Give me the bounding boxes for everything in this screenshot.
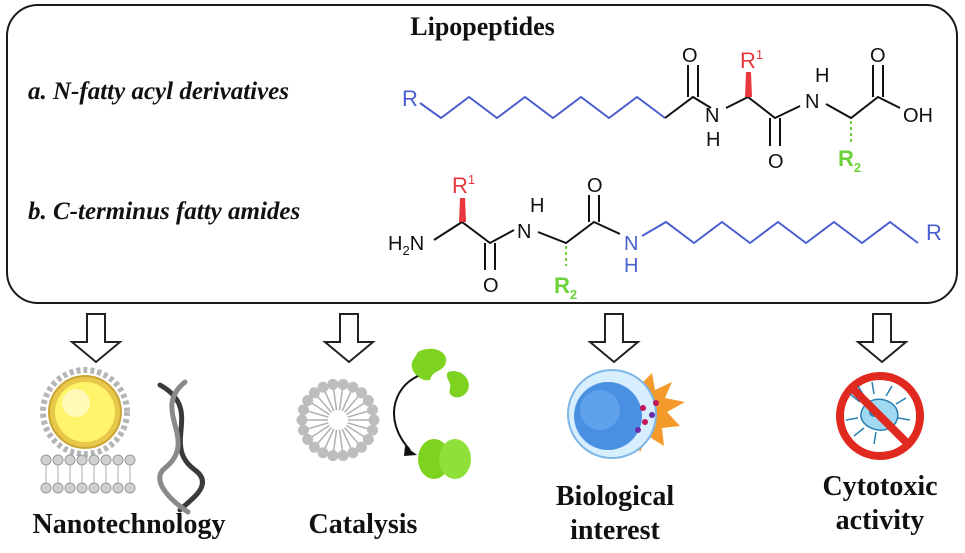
micelle-head [367,404,379,416]
caption-nanotechnology: Nanotechnology [32,509,226,540]
arrow-catalysis [322,313,376,364]
micelle-head [337,450,349,462]
micelle-head [362,433,374,445]
caption-cytotoxic-line1: Cytotoxic [822,471,938,502]
r1-b: R1 [452,172,475,198]
micelle-head [327,378,339,390]
prohibited-bacterium-icon [836,372,924,460]
nitrogen-a1: N [705,105,719,127]
cell-icon [567,369,685,459]
liposome-icon [40,367,130,457]
hydrogen-b1: H [530,195,544,217]
row-b-label: b. C-terminus fatty amides [28,198,301,225]
r2-b: R2 [554,273,577,302]
micelle-head [297,404,309,416]
oxygen-a3: O [870,45,886,67]
structure-a: R O N H R1 O N H R2 O OH [402,45,933,175]
r1-a: R1 [740,47,763,73]
backbone-b1 [433,220,515,245]
arrow-biological [587,313,641,364]
nitrogen-b2: N [624,233,638,255]
micelle-head [327,450,339,462]
backbone-b2 [537,220,621,245]
micelle-head [368,414,380,426]
caption-cytotoxic-line2: activity [835,505,925,536]
oxygen-a1: O [682,45,698,67]
panel-title: Lipopeptides [410,12,555,41]
caption-biological-line2: interest [570,515,660,546]
caption-biological-line1: Biological [555,481,675,512]
micelle-head [302,395,314,407]
enzyme-icon [393,348,471,479]
micelle-head [356,387,368,399]
oxygen-b1: O [483,275,499,297]
micelle-head [367,424,379,436]
hydrogen-a2: H [815,65,829,87]
micelle-head [347,447,359,459]
hydrogen-a1: H [706,129,720,151]
nitrogen-a2: N [805,91,819,113]
amine-b: H2N [388,233,424,258]
arrow-nanotech [69,313,123,364]
wedge-r1-b [459,198,466,222]
micelle-head [347,381,359,393]
r-group-a: R [402,86,418,111]
micelle-head [308,387,320,399]
oxygen-a2: O [768,151,784,173]
r-group-b: R [926,220,942,245]
micelle-head [362,395,374,407]
r2-a: R2 [838,146,861,175]
micelle-head [302,433,314,445]
micelle-head [356,441,368,453]
dna-helix-icon [157,379,205,515]
caption-catalysis: Catalysis [308,509,418,540]
row-a-label: a. N-fatty acyl derivatives [28,78,290,105]
hydrogen-b2: H [624,255,638,277]
oxygen-b2: O [587,175,603,197]
micelle-head [317,447,329,459]
caption-biological-interest: Biological interest [535,480,695,548]
caption-cytotoxic-activity: Cytotoxic activity [800,470,960,538]
backbone-a3 [825,95,901,120]
micelle-head [308,441,320,453]
arrow-cytotoxic [855,313,909,364]
nitrogen-b1: N [517,221,531,243]
micelle-icon [296,378,380,462]
lipopeptides-panel [6,4,958,304]
alkyl-chain-b [641,220,919,245]
micelle-head [337,378,349,390]
micelle-head [297,424,309,436]
backbone-a2 [725,95,801,120]
lipid-bilayer-icon [40,454,136,494]
hydroxyl-a: OH [903,105,933,127]
structure-b: H2N R1 O N H R2 O N H R [388,172,942,302]
micelle-head [317,381,329,393]
alkyl-chain-a [419,95,666,120]
backbone-a [664,95,712,119]
wedge-r1-a [745,72,752,97]
micelle-head [296,414,308,426]
